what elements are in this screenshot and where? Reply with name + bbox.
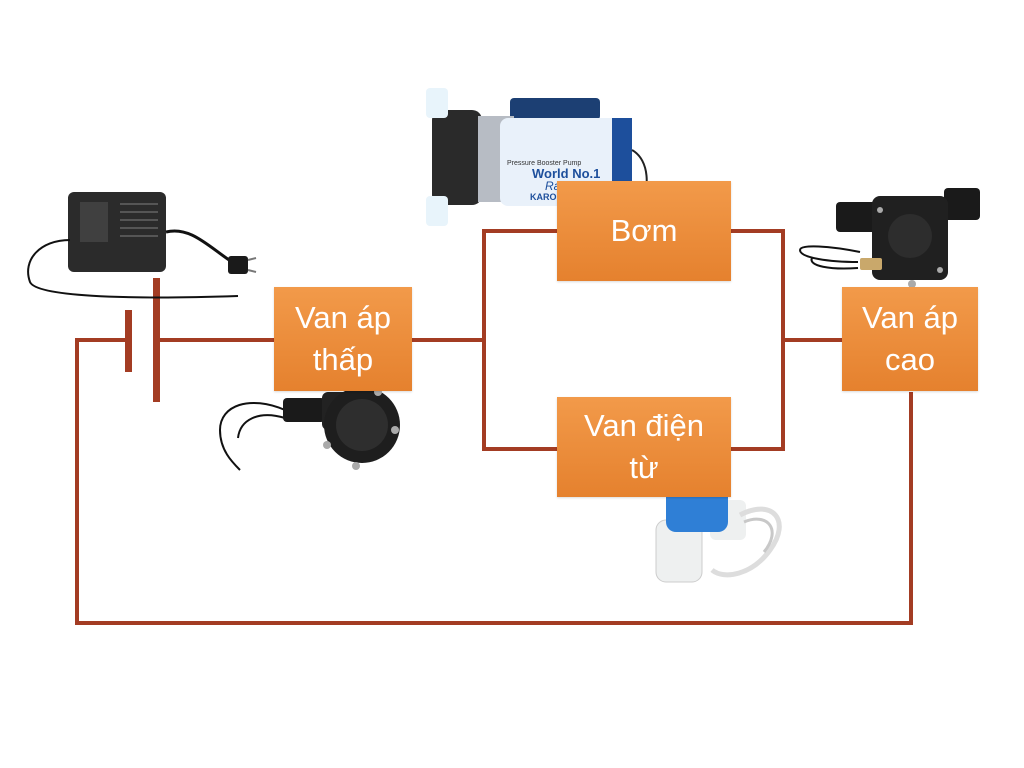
wires <box>75 229 913 625</box>
low-pressure-valve-image <box>218 387 400 471</box>
pump-product-text: Pressure Booster Pump <box>507 160 581 167</box>
pump-label: Bơm <box>557 181 731 281</box>
high-pressure-valve-label: Van áp cao <box>842 287 978 391</box>
pump-brand-text: KAROFI <box>530 192 565 202</box>
wire-outer-loop <box>75 338 913 625</box>
pump-tagline-text: World No.1 <box>532 166 600 181</box>
power-adapter-image <box>27 192 257 299</box>
high-pressure-valve-image <box>798 188 980 288</box>
solenoid-valve-label: Van điện từ <box>557 397 731 497</box>
wire-junction-to-pump <box>482 229 557 451</box>
battery-symbol <box>125 278 160 402</box>
wire-pump-to-right-junction <box>731 229 785 451</box>
low-pressure-valve-label: Van áp thấp <box>274 287 412 391</box>
